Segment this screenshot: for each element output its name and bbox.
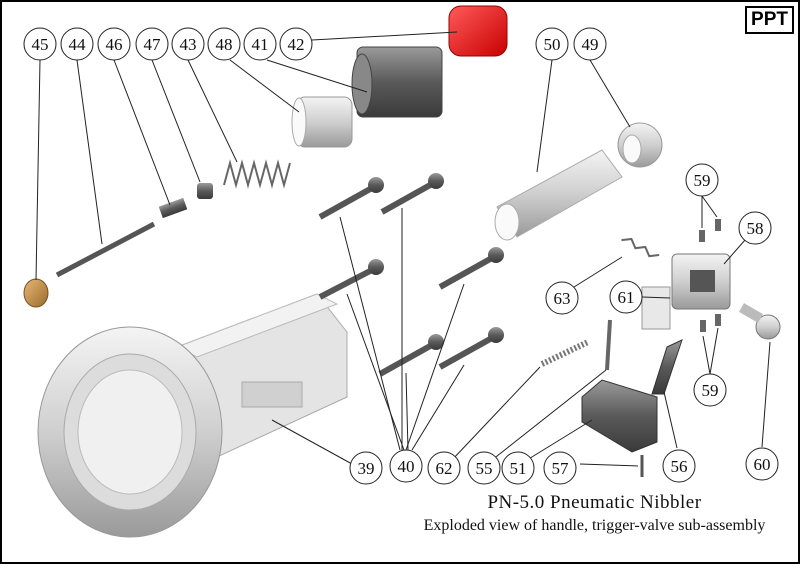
part-56-lever	[651, 339, 683, 395]
part-59-pins	[699, 219, 721, 332]
part-45-brass-cap	[23, 278, 49, 308]
svg-text:41: 41	[252, 35, 269, 54]
callout-39: 39	[349, 451, 383, 485]
part-58-valve-block	[671, 253, 731, 310]
callout-42: 42	[279, 27, 313, 61]
callout-50: 50	[535, 27, 569, 61]
part-44-pin	[55, 221, 156, 278]
svg-text:56: 56	[671, 457, 688, 476]
svg-text:55: 55	[476, 459, 493, 478]
callout-55: 55	[467, 451, 501, 485]
svg-text:57: 57	[552, 459, 570, 478]
callout-56: 56	[662, 449, 696, 483]
svg-text:42: 42	[288, 35, 305, 54]
svg-text:62: 62	[436, 459, 453, 478]
svg-text:45: 45	[32, 35, 49, 54]
callout-46: 46	[97, 27, 131, 61]
callout-61: 61	[609, 280, 643, 314]
caption-block: PN-5.0 Pneumatic Nibbler Exploded view o…	[392, 492, 797, 535]
callout-51: 51	[501, 451, 535, 485]
part-49-ring	[617, 122, 663, 168]
svg-text:43: 43	[180, 35, 197, 54]
svg-text:46: 46	[106, 35, 123, 54]
callout-41: 41	[243, 27, 277, 61]
part-46-spring-small	[158, 197, 188, 219]
callout-63: 63	[545, 281, 579, 315]
callout-58: 58	[738, 211, 772, 245]
svg-text:40: 40	[398, 457, 415, 476]
callout-43: 43	[171, 27, 205, 61]
part-40-screws	[318, 173, 504, 377]
diagram-subtitle: Exploded view of handle, trigger-valve s…	[423, 517, 766, 534]
callout-57: 57	[543, 451, 577, 485]
callout-45: 45	[23, 27, 57, 61]
callout-59-bottom: 59	[693, 373, 727, 407]
callout-48: 48	[207, 27, 241, 61]
svg-text:59: 59	[702, 381, 719, 400]
callout-40: 40	[389, 449, 423, 483]
callout-47: 47	[135, 27, 169, 61]
part-60-fitting	[738, 303, 781, 340]
callout-59-top: 59	[685, 163, 719, 197]
leader-lines	[35, 31, 771, 467]
svg-text:61: 61	[618, 288, 635, 307]
part-63-spring	[621, 237, 660, 258]
svg-text:44: 44	[69, 35, 87, 54]
diagram-title: PN-5.0 Pneumatic Nibbler	[487, 492, 702, 513]
callout-60: 60	[745, 447, 779, 481]
svg-text:47: 47	[144, 35, 162, 54]
svg-text:39: 39	[358, 459, 375, 478]
part-43-spring	[223, 159, 291, 189]
part-50-cylinder	[494, 149, 623, 241]
svg-text:58: 58	[747, 219, 764, 238]
svg-text:59: 59	[694, 171, 711, 190]
part-51-trigger-body	[581, 379, 658, 453]
callout-62: 62	[427, 451, 461, 485]
part-42-red-cap	[448, 5, 508, 57]
ppt-badge: PPT	[745, 6, 794, 34]
callout-49: 49	[573, 27, 607, 61]
part-48-sleeve	[291, 96, 353, 148]
svg-text:49: 49	[582, 35, 599, 54]
part-55-rod	[605, 319, 612, 371]
part-39-handle-housing	[37, 293, 348, 538]
svg-text:60: 60	[754, 455, 771, 474]
part-62-spring	[540, 339, 590, 367]
callout-44: 44	[60, 27, 94, 61]
svg-text:48: 48	[216, 35, 233, 54]
part-41-valve-body	[351, 46, 443, 118]
svg-text:63: 63	[554, 289, 571, 308]
part-47-nut	[197, 183, 213, 199]
part-61-plate	[641, 286, 671, 330]
svg-text:50: 50	[544, 35, 561, 54]
svg-text:51: 51	[510, 459, 527, 478]
